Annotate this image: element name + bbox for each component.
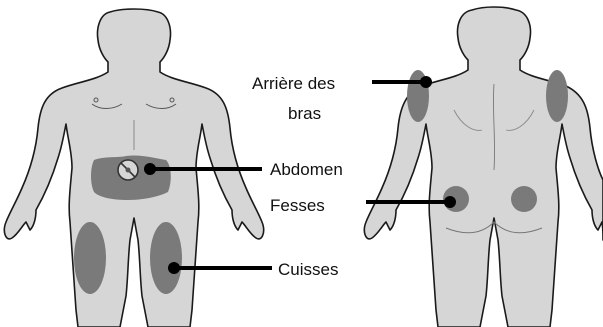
right-buttock-injection-zone	[511, 186, 537, 212]
right-back-arm-injection-zone	[546, 70, 568, 122]
leader-dot-buttocks	[444, 196, 456, 208]
label-abdomen: Abdomen	[270, 160, 343, 180]
navel-dot-icon	[126, 168, 131, 173]
label-buttocks: Fesses	[270, 196, 325, 216]
leader-dot-abdomen	[144, 163, 156, 175]
label-back-of-arms-line1: Arrière des	[252, 74, 335, 94]
label-thighs: Cuisses	[278, 260, 338, 280]
leader-dot-thighs	[168, 262, 180, 274]
label-back-of-arms-line2: bras	[288, 104, 321, 124]
right-thigh-injection-zone	[150, 222, 182, 294]
left-thigh-injection-zone	[74, 222, 106, 294]
back-body-figure	[364, 7, 603, 327]
back-body-silhouette	[364, 7, 603, 327]
leader-dot-back-of-arms	[420, 76, 432, 88]
